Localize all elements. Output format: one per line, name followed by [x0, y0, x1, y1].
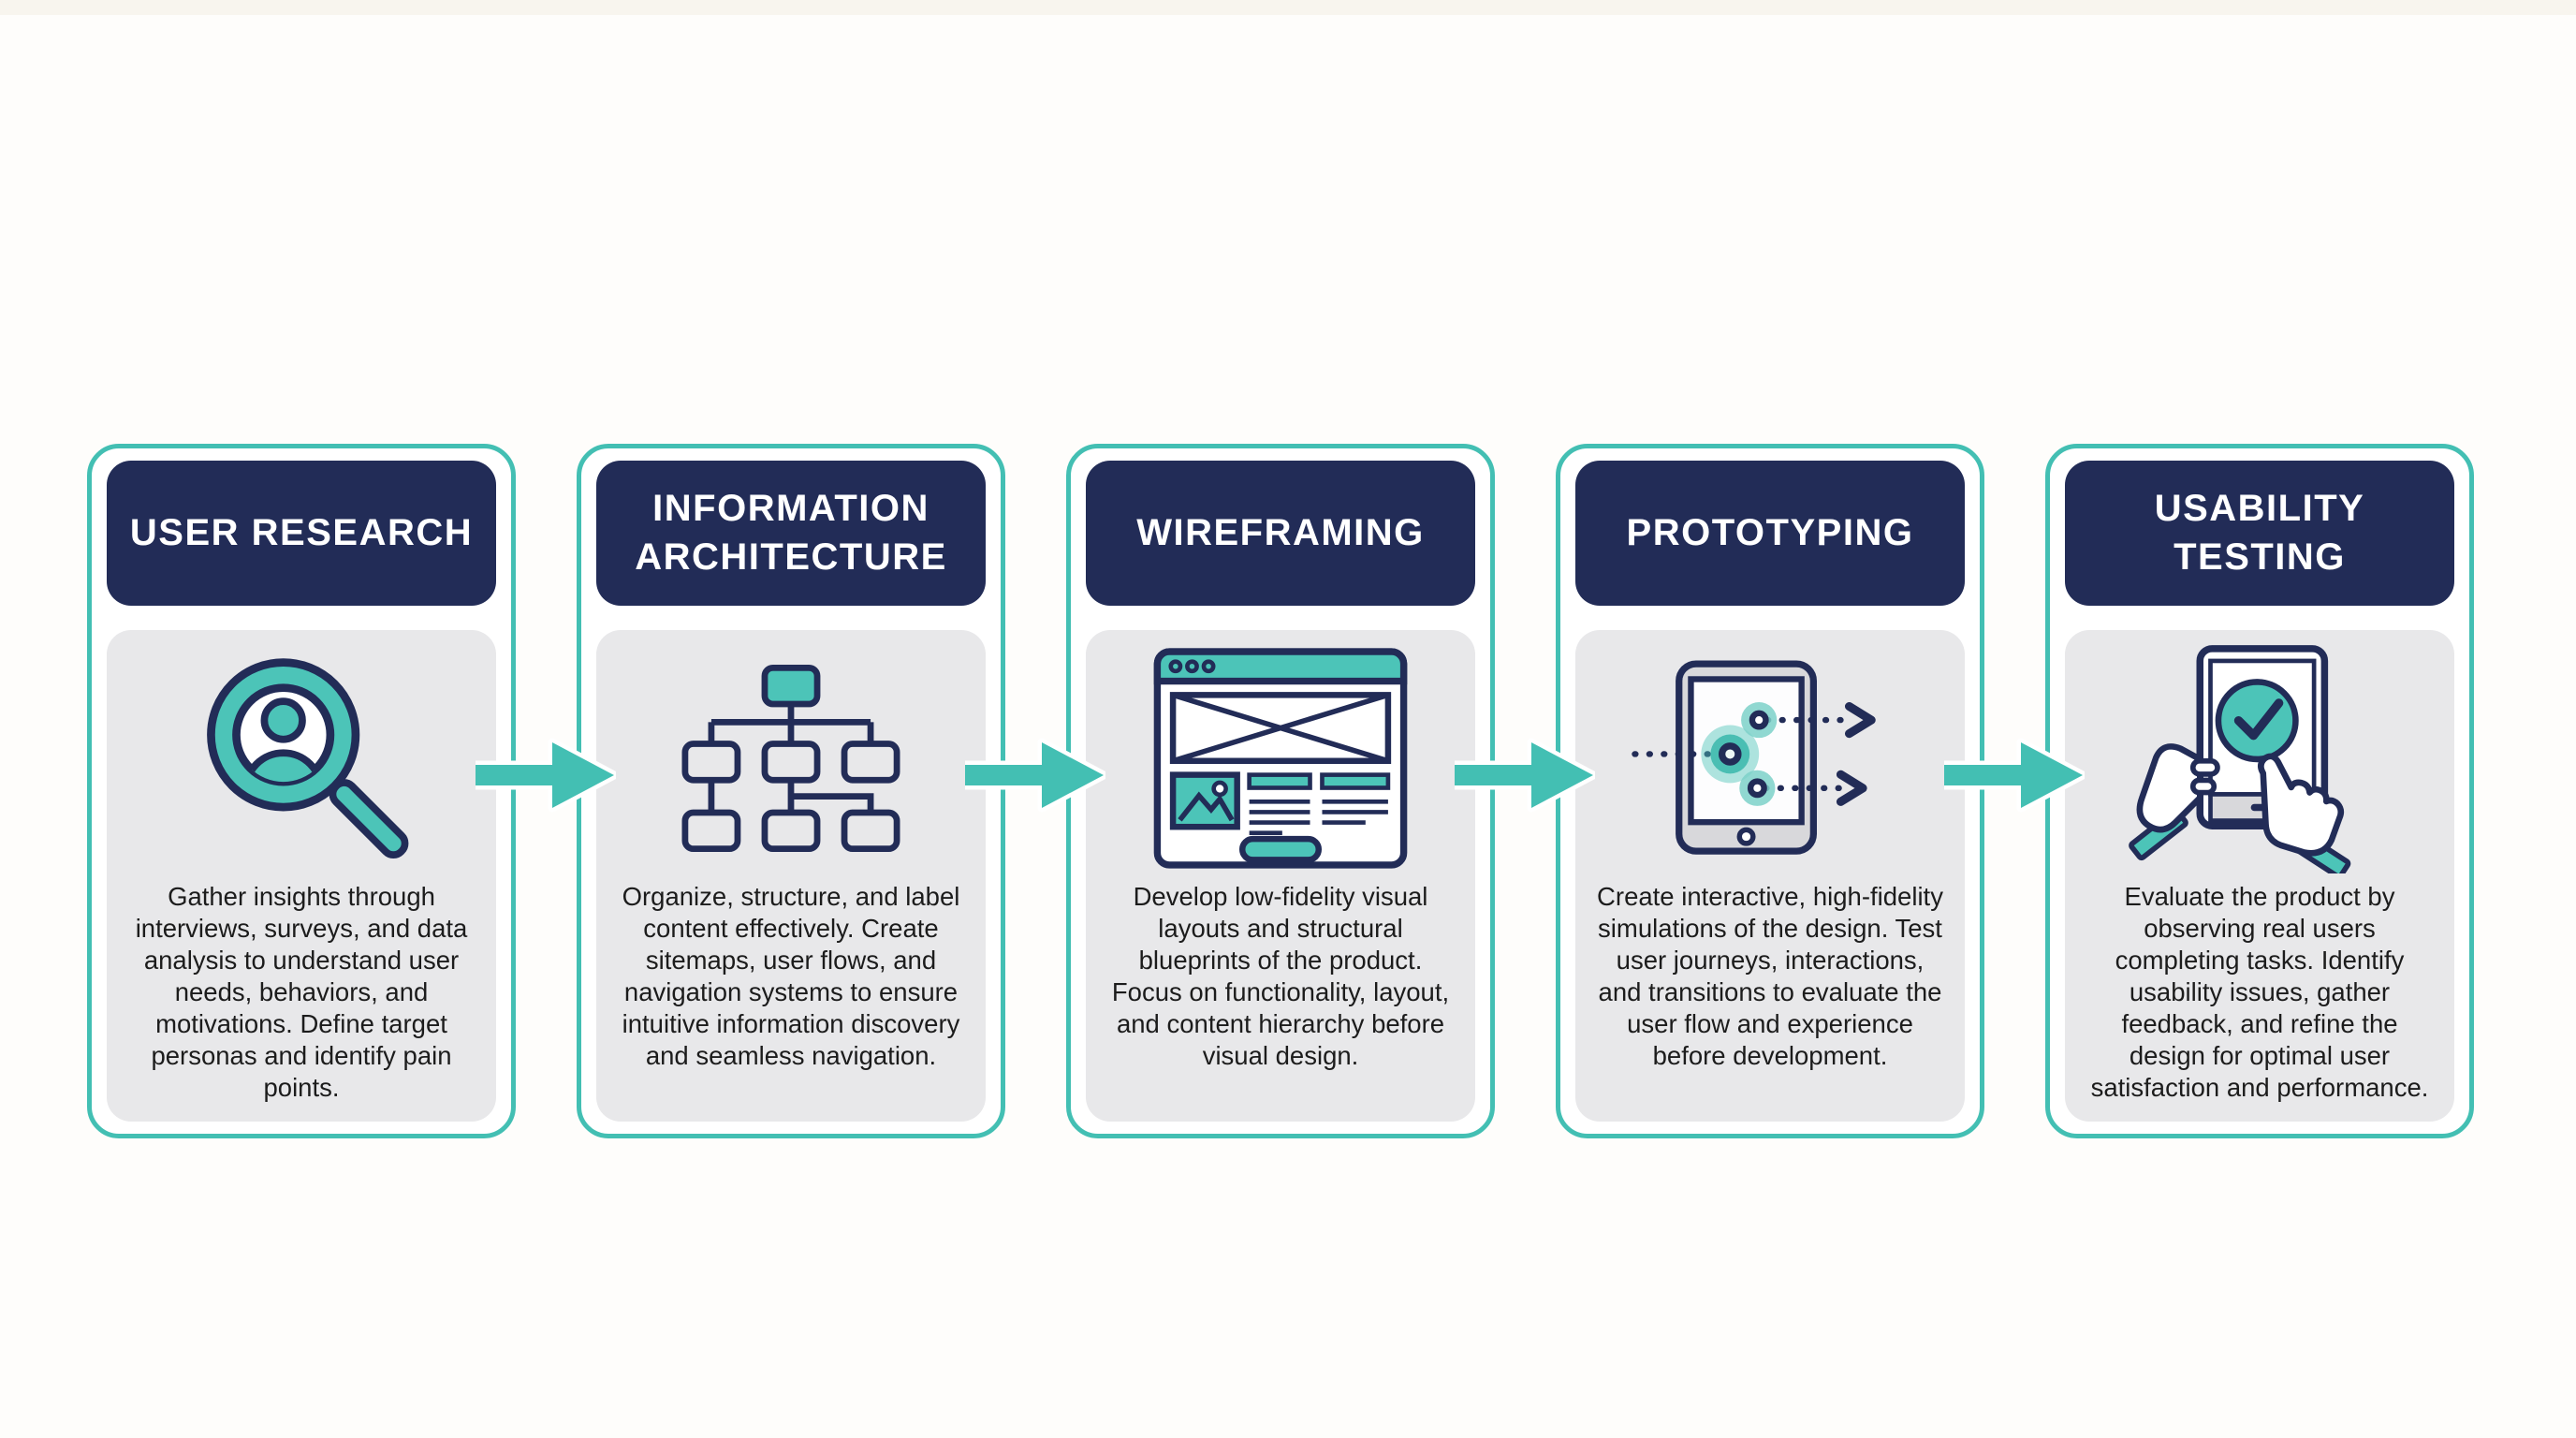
- browser-wireframe-icon: [1150, 636, 1411, 881]
- stage-header: USABILITY TESTING: [2065, 461, 2454, 606]
- stage-card-usability-testing: USABILITY TESTING: [2045, 444, 2474, 1138]
- flow-arrow-icon: [476, 738, 616, 813]
- stage-title: PROTOTYPING: [1626, 511, 1914, 553]
- stage-panel: Gather insights through interviews, surv…: [107, 630, 496, 1122]
- stage-header: USER RESEARCH: [107, 461, 496, 606]
- stage-description: Gather insights through interviews, surv…: [135, 882, 468, 1102]
- stage-card-wireframing: WIREFRAMING: [1066, 444, 1495, 1138]
- stage-description: Organize, structure, and label content e…: [622, 882, 960, 1070]
- stage-panel: Develop low-fidelity visual layouts and …: [1086, 630, 1475, 1122]
- stage-card-user-research: USER RESEARCH Gather insights through: [87, 444, 516, 1138]
- stage-description: Evaluate the product by observing real u…: [2090, 882, 2429, 1102]
- hands-tablet-checkmark-icon: [2119, 636, 2400, 881]
- flow-arrow-icon: [1455, 738, 1595, 813]
- stage-panel: Organize, structure, and label content e…: [596, 630, 986, 1122]
- flow-arrow-icon: [1944, 738, 2085, 813]
- stage-header: WIREFRAMING: [1086, 461, 1475, 606]
- flow-arrow-icon: [965, 738, 1105, 813]
- stage-description: Develop low-fidelity visual layouts and …: [1111, 882, 1450, 1070]
- stage-description: Create interactive, high-fidelity simula…: [1597, 882, 1943, 1070]
- stage-card-information-architecture: INFORMATION ARCHITECTURE: [577, 444, 1005, 1138]
- user-research-magnifier-icon: [170, 636, 432, 881]
- top-edge-tint: [0, 0, 2576, 15]
- stage-title: USABILITY TESTING: [2154, 488, 2365, 578]
- stage-card-prototyping: PROTOTYPING: [1556, 444, 1984, 1138]
- stage-title: WIREFRAMING: [1136, 511, 1425, 553]
- stage-title: INFORMATION ARCHITECTURE: [635, 488, 947, 578]
- stage-panel: Create interactive, high-fidelity simula…: [1575, 630, 1965, 1122]
- sitemap-hierarchy-icon: [655, 636, 927, 881]
- tablet-interaction-flow-icon: [1630, 636, 1910, 881]
- stage-title: USER RESEARCH: [129, 511, 474, 553]
- stage-header: INFORMATION ARCHITECTURE: [596, 461, 986, 606]
- stage-panel: Evaluate the product by observing real u…: [2065, 630, 2454, 1122]
- stage-header: PROTOTYPING: [1575, 461, 1965, 606]
